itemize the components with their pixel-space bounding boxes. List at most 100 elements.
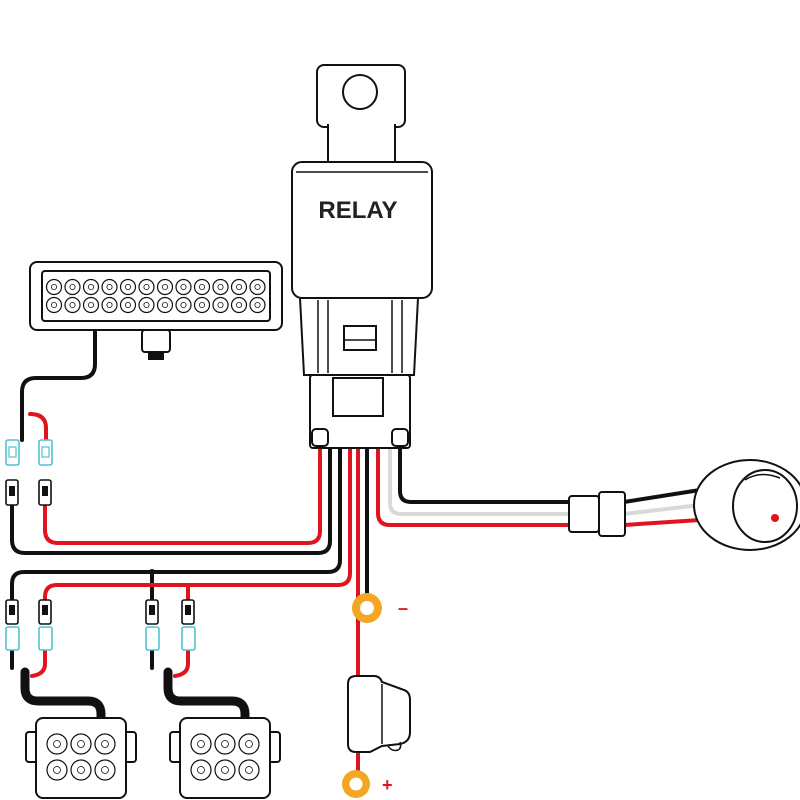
relay-socket-clip [391, 428, 409, 447]
connector-pin [185, 605, 191, 615]
pod-leds [190, 733, 260, 781]
fuse-holder-strap [387, 741, 402, 752]
switch-red-out [622, 518, 702, 527]
led-center [221, 740, 229, 748]
switch-white-out [622, 503, 702, 516]
led-center [77, 740, 85, 748]
lightbar-mount-bolt [148, 352, 164, 360]
led [230, 296, 248, 314]
wire-junction [149, 569, 155, 575]
led-center [87, 301, 95, 309]
led-center [53, 740, 61, 748]
switch-rocker [732, 469, 798, 543]
connector-female [181, 626, 196, 651]
led [238, 733, 260, 755]
led-center [143, 301, 150, 309]
led [46, 759, 68, 781]
lightbar-black-wire [10, 446, 332, 555]
led-center [198, 283, 206, 291]
switch-black-wire [398, 446, 572, 504]
connector-pin [42, 486, 48, 496]
fuse-holder-body [347, 675, 411, 753]
led [82, 296, 100, 314]
led-center [101, 766, 109, 774]
led [156, 278, 174, 296]
rocker-switch [568, 459, 800, 551]
switch-indicator-dot [771, 514, 779, 522]
pods-black-wire [10, 446, 342, 602]
led-center [161, 283, 169, 291]
switch-plug-socket [598, 491, 626, 537]
lightbar-lens [41, 270, 271, 322]
led-center [124, 301, 132, 309]
led-center [254, 283, 261, 291]
led-center [50, 301, 58, 309]
lightbar-mount [141, 329, 171, 353]
led [249, 278, 266, 296]
led-center [235, 283, 243, 291]
connector-pin [42, 605, 48, 615]
led-center [221, 766, 229, 774]
led-center [198, 301, 206, 309]
pod-light-left [25, 717, 137, 799]
connector-pin [41, 446, 50, 458]
relay-mount-hole [342, 74, 378, 110]
connector-pin [9, 605, 15, 615]
relay-socket-window [332, 377, 384, 417]
led [156, 296, 174, 314]
led [249, 296, 266, 314]
relay: RELAY [291, 64, 433, 449]
led [45, 278, 63, 296]
relay-label: RELAY [318, 197, 397, 224]
connector-pin [149, 605, 155, 615]
wires [10, 328, 702, 774]
led-center [124, 283, 132, 291]
led [70, 759, 92, 781]
led-center [180, 283, 187, 291]
led-center [197, 766, 205, 774]
relay-body [291, 161, 433, 299]
led [64, 296, 81, 314]
led [138, 296, 155, 314]
led-center [106, 301, 113, 309]
ground-ring-hole [360, 601, 374, 615]
led-center [53, 766, 61, 774]
connector-female [145, 626, 160, 651]
led [70, 733, 92, 755]
led [45, 296, 63, 314]
led [212, 296, 229, 314]
led-center [106, 283, 113, 291]
led-center [87, 283, 95, 291]
led [214, 759, 236, 781]
led [175, 296, 192, 314]
lightbar-red-wire [43, 446, 322, 545]
led-center [161, 301, 169, 309]
connector-female [5, 626, 20, 651]
led [230, 278, 248, 296]
led-center [197, 740, 205, 748]
led [94, 759, 116, 781]
led [238, 759, 260, 781]
connector-female [38, 626, 53, 651]
led [138, 278, 155, 296]
connector-female [38, 439, 53, 466]
led [190, 733, 212, 755]
led-center [77, 766, 85, 774]
led-center [101, 740, 109, 748]
connector-pin [9, 486, 15, 496]
switch-red-wire [376, 446, 572, 527]
pod-left-red-lead [30, 648, 47, 678]
led [175, 278, 192, 296]
led-center [235, 301, 243, 309]
relay-center-pin [343, 325, 377, 351]
led [193, 278, 211, 296]
relay-socket-clip [311, 428, 329, 447]
ground-sign: – [398, 598, 408, 618]
led [119, 296, 137, 314]
lightbar-red-lead [28, 412, 48, 442]
connector-pin [8, 446, 17, 458]
led-center [69, 283, 76, 291]
led-center [143, 283, 150, 291]
pod-left-cable [20, 667, 106, 725]
